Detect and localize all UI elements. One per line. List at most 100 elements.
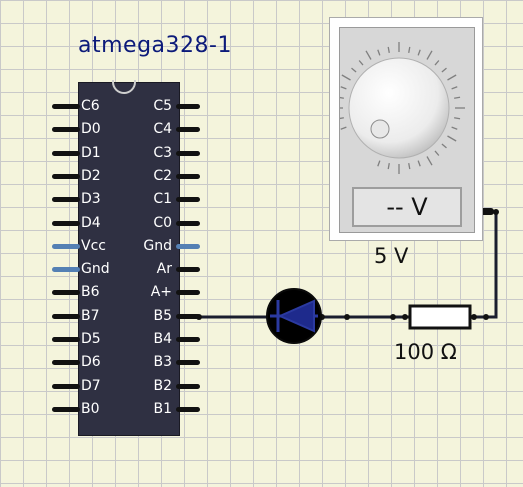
- knob-tick: [340, 96, 344, 99]
- knob-tick: [408, 163, 411, 170]
- knob-tick: [447, 74, 457, 81]
- left-pin-c6[interactable]: [52, 104, 80, 109]
- right-pin-b4[interactable]: [176, 337, 200, 342]
- knob-tick: [417, 160, 421, 167]
- knob-tick: [434, 60, 440, 66]
- right-pin-label: C0: [153, 215, 172, 231]
- knob-icon[interactable]: [340, 28, 476, 188]
- knob-tick: [351, 67, 357, 73]
- right-pin-label: B5: [153, 308, 172, 324]
- left-pin-label: D2: [81, 168, 101, 184]
- right-pin-label: B1: [153, 401, 172, 417]
- right-pin-label: Ar: [156, 261, 172, 277]
- knob-tick: [387, 163, 390, 170]
- node-dot: [390, 314, 396, 320]
- left-pin-d7[interactable]: [52, 384, 80, 389]
- left-pin-b7[interactable]: [52, 314, 80, 319]
- knob-tick: [447, 135, 457, 142]
- left-pin-label: B6: [81, 284, 100, 300]
- left-pin-b0[interactable]: [52, 407, 80, 412]
- right-pin-c5[interactable]: [176, 104, 200, 109]
- left-pin-d1[interactable]: [52, 151, 80, 156]
- left-pin-d4[interactable]: [52, 221, 80, 226]
- knob-tick: [408, 46, 411, 53]
- knob-tick: [454, 96, 461, 99]
- right-pin-c3[interactable]: [176, 151, 200, 156]
- left-pin-label: D0: [81, 121, 101, 137]
- left-pin-b6[interactable]: [52, 290, 80, 295]
- knob-tick: [340, 86, 347, 90]
- right-pin-gnd[interactable]: [176, 244, 200, 249]
- right-pin-label: B2: [153, 378, 172, 394]
- diode-triangle-icon: [277, 299, 315, 333]
- left-pin-d3[interactable]: [52, 197, 80, 202]
- diode[interactable]: [266, 288, 322, 344]
- voltage-source-panel: -- V: [339, 27, 475, 233]
- knob-tick: [340, 126, 347, 130]
- right-pin-label: B3: [153, 354, 172, 370]
- node-dot: [493, 209, 499, 215]
- atmega-chip[interactable]: [78, 82, 180, 436]
- voltage-label: 5 V: [374, 244, 409, 268]
- knob-tick: [441, 67, 447, 73]
- knob-tick: [358, 60, 364, 66]
- left-pin-label: D5: [81, 331, 101, 347]
- knob-tick: [441, 143, 447, 149]
- left-pin-label: B7: [81, 308, 100, 324]
- left-pin-label: C6: [81, 98, 100, 114]
- left-pin-label: B0: [81, 401, 100, 417]
- knob-tick: [341, 74, 351, 81]
- right-pin-label: C2: [153, 168, 172, 184]
- resistor-body: [408, 304, 472, 330]
- node-dot: [196, 314, 202, 320]
- knob-tick: [426, 50, 433, 60]
- voltage-source[interactable]: -- V: [329, 17, 483, 241]
- left-pin-gnd[interactable]: [52, 267, 80, 272]
- knob-tick: [377, 160, 381, 167]
- resistor-label: 100 Ω: [394, 340, 457, 364]
- component-title: atmega328-1: [78, 33, 232, 58]
- right-pin-ar[interactable]: [176, 267, 200, 272]
- left-pin-d2[interactable]: [52, 174, 80, 179]
- source-terminal[interactable]: [480, 208, 494, 215]
- left-pin-label: D7: [81, 378, 101, 394]
- right-pin-b2[interactable]: [176, 384, 200, 389]
- left-pin-label: D3: [81, 191, 101, 207]
- resistor[interactable]: [408, 304, 472, 330]
- left-pin-vcc[interactable]: [52, 244, 80, 249]
- right-pin-b1[interactable]: [176, 407, 200, 412]
- knob-tick: [434, 150, 440, 156]
- right-pin-b3[interactable]: [176, 360, 200, 365]
- right-pin-label: C5: [153, 98, 172, 114]
- knob-tick: [426, 156, 433, 166]
- knob-tick: [451, 86, 458, 90]
- knob-tick: [387, 46, 390, 53]
- node-dot: [344, 314, 350, 320]
- left-pin-label: Gnd: [81, 261, 110, 277]
- knob-dial: [348, 57, 450, 159]
- knob-tick: [340, 117, 344, 120]
- left-pin-label: D6: [81, 354, 101, 370]
- right-pin-c1[interactable]: [176, 197, 200, 202]
- right-pin-c0[interactable]: [176, 221, 200, 226]
- right-pin-label: Gnd: [143, 238, 172, 254]
- knob-marker: [370, 119, 390, 139]
- node-dot: [471, 314, 477, 320]
- knob-tick: [451, 126, 458, 130]
- left-pin-d0[interactable]: [52, 127, 80, 132]
- right-pin-label: C3: [153, 145, 172, 161]
- right-pin-c4[interactable]: [176, 127, 200, 132]
- right-pin-c2[interactable]: [176, 174, 200, 179]
- right-pin-label: C1: [153, 191, 172, 207]
- left-pin-label: D1: [81, 145, 101, 161]
- right-pin-a+[interactable]: [176, 290, 200, 295]
- node-dot: [483, 314, 489, 320]
- right-pin-b5[interactable]: [176, 314, 200, 319]
- left-pin-label: Vcc: [81, 238, 106, 254]
- node-dot: [402, 314, 408, 320]
- left-pin-d6[interactable]: [52, 360, 80, 365]
- left-pin-d5[interactable]: [52, 337, 80, 342]
- knob-tick: [454, 117, 461, 120]
- right-pin-label: B4: [153, 331, 172, 347]
